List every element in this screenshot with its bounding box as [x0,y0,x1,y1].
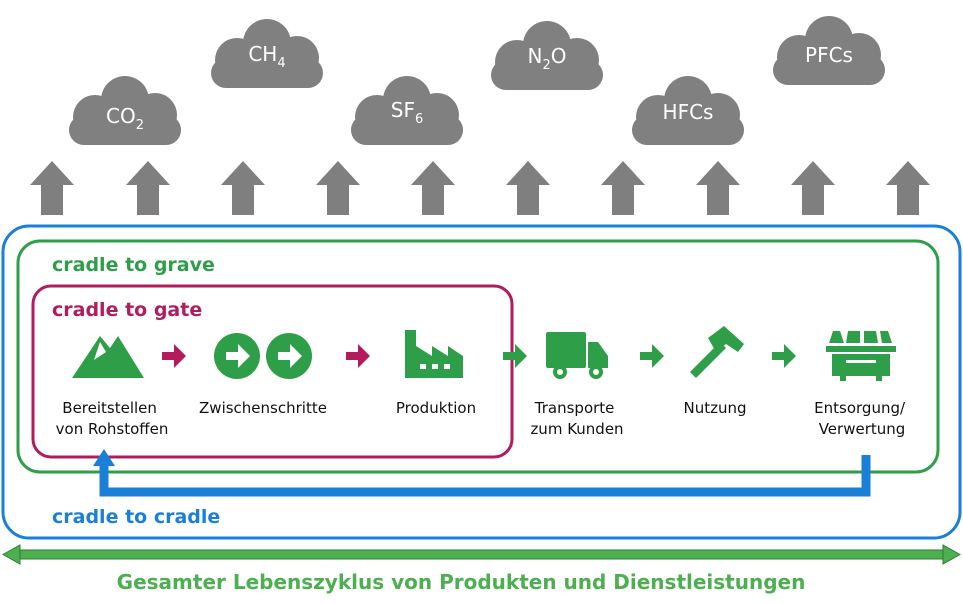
cloud-ch4: CH4 [211,19,323,88]
hammer-icon [690,326,744,378]
emission-arrows [30,161,930,215]
cloud-pfcs: PFCs [773,16,885,85]
step-label-nutzung: Nutzung [683,399,746,417]
cradle-to-grave-box [16,239,940,474]
lifecycle-double-arrow [1,544,962,565]
flow-arrow-icon [640,344,664,368]
step-label-rohstoffe: Bereitstellen von Rohstoffen [56,399,169,438]
cloud-label-pfcs: PFCs [805,43,853,67]
flow-arrows [162,344,796,368]
up-arrow-icon [30,161,74,215]
cradle-to-gate-box [31,284,514,459]
lifecycle-label: Gesamter Lebenszyklus von Produkten und … [117,570,806,594]
dumpster-icon [826,331,896,381]
cloud-co2: CO2 [69,76,181,145]
cradle-to-gate-label: cradle to gate [52,299,202,321]
flow-arrow-icon [772,344,796,368]
up-arrow-icon [411,161,455,215]
flow-arrow-icon [162,344,186,368]
up-arrow-icon [791,161,835,215]
cloud-hfcs: HFCs [632,76,744,145]
recycling-loop-arrow [93,449,871,497]
cradle-to-cradle-box [1,224,962,540]
cradle-to-cradle-label: cradle to cradle [52,506,220,528]
mountain-icon [72,336,144,378]
truck-icon [546,332,608,379]
step-label-zwischenschritte: Zwischenschritte [199,399,327,417]
flow-arrow-icon [346,344,370,368]
up-arrow-icon [221,161,265,215]
cloud-n2o: N2O [491,21,603,90]
double-arrow-circle-icon [214,333,312,379]
up-arrow-icon [506,161,550,215]
up-arrow-icon [601,161,645,215]
up-arrow-icon [126,161,170,215]
cloud-label-n2o: N2O [528,44,567,73]
flow-arrow-icon [503,344,527,368]
cloud-label-ch4: CH4 [248,42,285,71]
up-arrow-icon [886,161,930,215]
cloud-label-sf6: SF6 [391,98,423,127]
step-label-transporte: Transporte zum Kunden [530,399,623,438]
up-arrow-icon [316,161,360,215]
cloud-sf6: SF6 [351,76,463,145]
cloud-label-co2: CO2 [106,104,144,133]
cradle-to-grave-label: cradle to grave [52,254,215,276]
cloud-label-hfcs: HFCs [663,100,714,124]
step-label-entsorgung: Entsorgung/ Verwertung [814,399,910,438]
up-arrow-icon [696,161,740,215]
step-label-produktion: Produktion [396,399,476,417]
factory-icon [405,330,463,378]
